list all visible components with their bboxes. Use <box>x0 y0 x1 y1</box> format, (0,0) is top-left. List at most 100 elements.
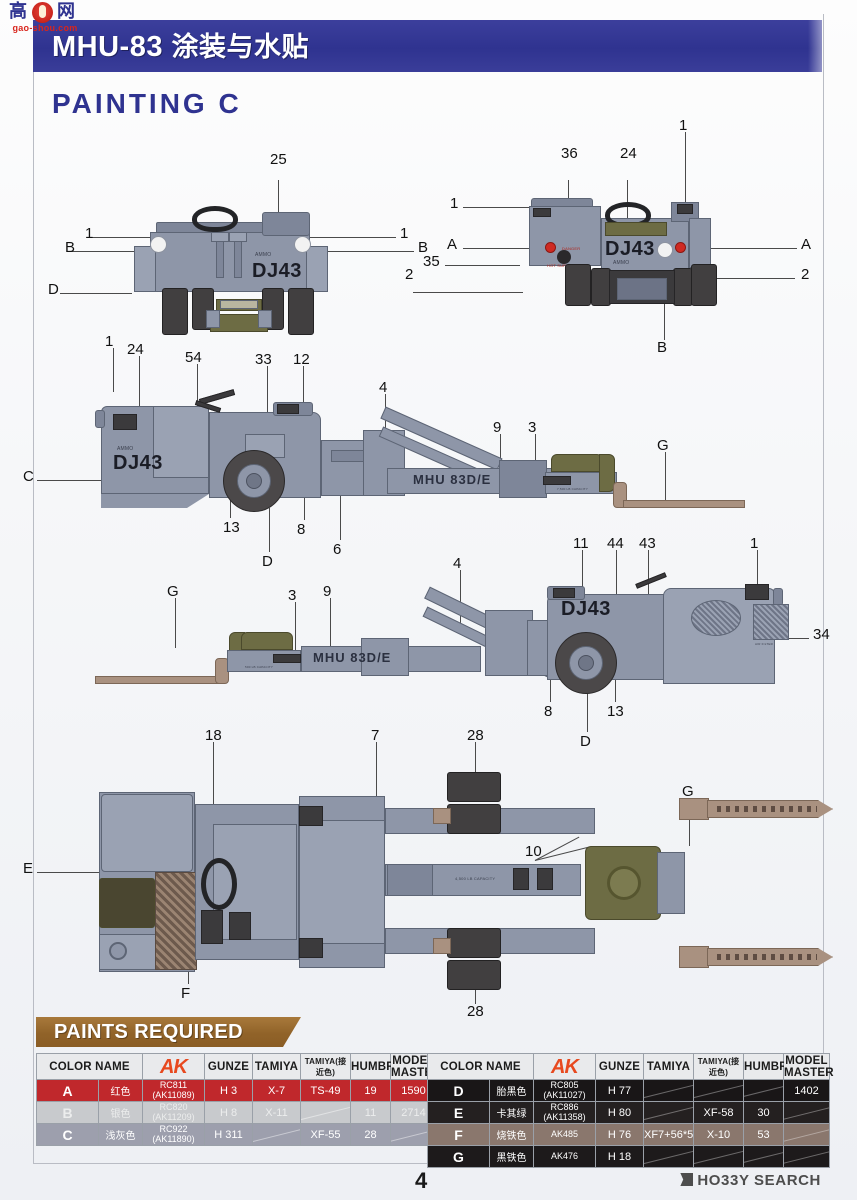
cell-tamiya-near: TS-49 <box>300 1079 351 1102</box>
callout-G-side: G <box>657 437 669 454</box>
cell-color-name: 红色 <box>98 1079 143 1102</box>
rear-decal: DJ43 <box>605 238 655 260</box>
cell-color-name: 胎黑色 <box>489 1079 534 1102</box>
callout-28-bottom: 28 <box>467 1003 484 1020</box>
callout-13-side: 13 <box>223 519 240 536</box>
callout-24-side: 24 <box>127 341 144 358</box>
cell-color-name: 卡其绿 <box>489 1101 534 1124</box>
cell-humbrol <box>743 1145 784 1168</box>
cell-tamiya <box>643 1079 694 1102</box>
empty-cell-slash <box>253 1124 300 1145</box>
page-frame-right <box>823 14 824 1164</box>
cell-code: D <box>427 1079 490 1102</box>
callout-1-rear-top: 1 <box>679 117 688 134</box>
cell-color-name: 黑铁色 <box>489 1145 534 1168</box>
empty-cell-slash <box>301 1102 350 1123</box>
page-title-chinese: 涂装与水贴 <box>171 32 310 63</box>
side-left-decal: DJ43 <box>113 452 163 474</box>
rear-warning-2: HOT SURFACE <box>547 263 578 268</box>
callout-1-left: 1 <box>85 225 94 242</box>
cell-humbrol: 53 <box>743 1123 784 1146</box>
cell-tamiya <box>643 1145 694 1168</box>
callout-2-left: 2 <box>405 266 414 283</box>
empty-cell-slash <box>744 1080 783 1101</box>
hand-icon <box>32 2 53 23</box>
hobby-search-icon <box>680 1173 694 1186</box>
cell-humbrol: 19 <box>350 1079 391 1102</box>
front-brand-text: AMMO <box>255 252 272 258</box>
cell-ak: AK485 <box>533 1123 596 1146</box>
paints-table-right: COLOR NAME AK GUNZE TAMIYA TAMIYA(接近色) H… <box>427 1053 834 1168</box>
col-ak: AK <box>142 1053 205 1080</box>
empty-cell-slash <box>784 1146 829 1167</box>
col-color-name: COLOR NAME <box>427 1053 534 1080</box>
callout-8-side-right: 8 <box>544 703 553 720</box>
cell-tamiya-near <box>693 1079 744 1102</box>
col-model-master: MODEL MASTER <box>783 1053 834 1080</box>
cell-ak: RC886(AK11358) <box>533 1101 596 1124</box>
cell-tamiya: XF7+56*5 <box>643 1123 694 1146</box>
callout-28-top: 28 <box>467 727 484 744</box>
callout-3-side-right: 3 <box>288 587 297 604</box>
callout-C: C <box>23 468 34 485</box>
view-rear: 36 24 1 1 A 35 A 2 2 B DANGER <box>405 118 811 355</box>
watermark-text: HO33Y SEARCH <box>697 1172 821 1189</box>
view-side-left: 1 24 54 33 12 4 C 13 D 8 6 9 3 G <box>23 334 775 569</box>
side-right-boom-text: MHU 83D/E <box>313 650 392 665</box>
cell-humbrol <box>743 1079 784 1102</box>
table-header-row: COLOR NAME AK GUNZE TAMIYA TAMIYA(接近色) H… <box>36 1053 441 1080</box>
callout-1-side-right: 1 <box>750 535 759 552</box>
col-humbrol: HUMBROL <box>743 1053 804 1080</box>
col-tamiya-near: TAMIYA(接近色) <box>693 1053 744 1080</box>
callout-B-right: B <box>418 239 429 256</box>
cell-gunze: H 77 <box>595 1079 644 1102</box>
cell-tamiya-near <box>300 1101 351 1124</box>
callout-D-side-right: D <box>580 733 591 750</box>
callout-E: E <box>23 860 34 877</box>
watermark: HO33Y SEARCH <box>680 1172 821 1189</box>
callout-4-side-right: 4 <box>453 555 462 572</box>
callout-D-front: D <box>48 281 59 298</box>
callout-1-right: 1 <box>400 225 409 242</box>
callout-1-rear-left: 1 <box>450 195 459 212</box>
empty-cell-slash <box>694 1146 743 1167</box>
col-gunze: GUNZE <box>204 1053 253 1080</box>
paints-table-left: COLOR NAME AK GUNZE TAMIYA TAMIYA(接近色) H… <box>36 1053 441 1146</box>
cell-gunze: H 80 <box>595 1101 644 1124</box>
callout-A-right: A <box>801 236 812 253</box>
cell-gunze: H 311 <box>204 1123 253 1146</box>
empty-cell-slash <box>644 1102 693 1123</box>
cell-color-name: 烧铁色 <box>489 1123 534 1146</box>
callout-9-side-right: 9 <box>323 583 332 600</box>
empty-cell-slash <box>644 1146 693 1167</box>
cell-model-master <box>783 1145 830 1168</box>
col-ak: AK <box>533 1053 596 1080</box>
empty-cell-slash <box>644 1080 693 1101</box>
site-logo: 高 网 gao-shou.com <box>6 2 84 40</box>
callout-44: 44 <box>607 535 624 552</box>
col-humbrol: HUMBROL <box>350 1053 411 1080</box>
callout-33: 33 <box>255 351 272 368</box>
col-color-name: COLOR NAME <box>36 1053 143 1080</box>
cell-ak: RC811(AK11089) <box>142 1079 205 1102</box>
callout-34: 34 <box>813 626 830 643</box>
table-header-row: COLOR NAME AK GUNZE TAMIYA TAMIYA(接近色) H… <box>427 1053 834 1080</box>
cell-tamiya: X-7 <box>252 1079 301 1102</box>
cell-ak: RC922(AK11890) <box>142 1123 205 1146</box>
empty-cell-slash <box>784 1102 829 1123</box>
logo-domain: gao-shou.com <box>12 23 78 33</box>
cell-tamiya-near: X-10 <box>693 1123 744 1146</box>
cell-tamiya-near: XF-58 <box>693 1101 744 1124</box>
cell-color-name: 浅灰色 <box>98 1123 143 1146</box>
callout-F: F <box>181 985 191 1002</box>
side-right-decal: DJ43 <box>561 598 611 620</box>
callout-35: 35 <box>423 253 440 270</box>
section-title: PAINTING C <box>52 88 242 119</box>
page-number: 4 <box>415 1168 428 1193</box>
ak-logo-icon: AK <box>160 1055 188 1078</box>
cell-code: C <box>36 1123 99 1146</box>
